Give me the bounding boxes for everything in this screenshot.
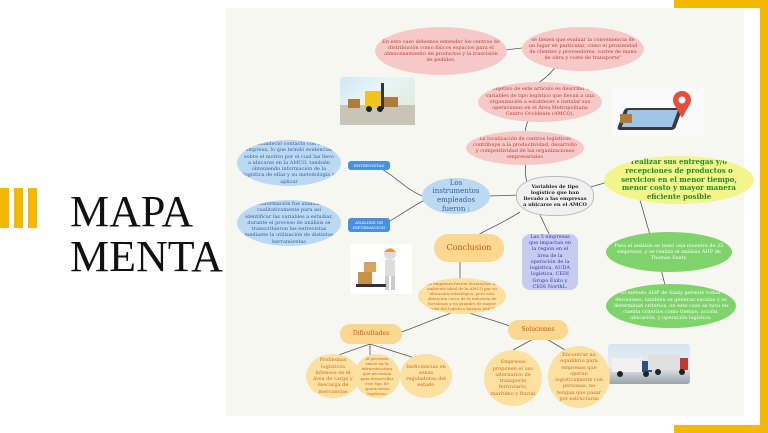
companies-node: Las 5 empresas que impactan en la región…	[522, 234, 578, 290]
bottom-right-accent	[674, 425, 768, 433]
warehouse-forklift-image	[340, 77, 415, 125]
analisis-text-node: La información fue analizada cualitativa…	[237, 200, 341, 246]
left-accent-bar-1	[0, 188, 9, 228]
trucks-image	[608, 344, 690, 384]
top-right-accent	[674, 0, 768, 8]
instruments-node: Los instrumentos empleados fueron :	[422, 178, 490, 214]
dificultades-node: Dificultades	[340, 324, 402, 344]
slide-title-line2: MENTA	[70, 232, 223, 281]
objective-node: el objetivo de este artículo es describi…	[478, 82, 602, 122]
solucion-item-1: Empresas proponen el uso alternativo de …	[484, 350, 542, 406]
thomas-saaty-sample-node: Para el análisis se tomó una muestra de …	[606, 232, 732, 272]
left-accent-bar-3	[28, 188, 37, 228]
entrevistas-label: ENTREVISTAS	[348, 161, 390, 170]
delivery-objective-node: realizar sus entregas y/o recepciones de…	[604, 156, 754, 204]
phone-map-pin-image	[612, 88, 704, 136]
ahp-method-node: El método AHP de Saaty permite tomar dec…	[606, 284, 736, 328]
soluciones-node: Soluciones	[508, 320, 568, 340]
left-accent-bar-2	[14, 188, 23, 228]
slide-title-line1: MAPA	[70, 187, 194, 236]
solucion-item-2: Encontrar un equilibrio para empresas qu…	[548, 346, 610, 408]
worker-boxes-image	[350, 244, 412, 294]
dificultad-item-3: Ineficiencias en zonas reguladoras del e…	[400, 354, 452, 398]
location-convenience-node: se tienen que evaluar la conveniencia de…	[522, 27, 644, 71]
analisis-label: ANALISIS DE INFORMACIÓN	[348, 218, 390, 232]
dificultad-item-2: Al presente existe en la infraestructura…	[354, 354, 400, 398]
right-accent	[760, 0, 768, 433]
entrevistas-text-node: Se estableció contacto con cada empresa,…	[237, 140, 341, 186]
dificultad-item-1: Problemas logísticos intensos en el área…	[306, 354, 360, 398]
conclusion-node: Conclusion	[434, 234, 504, 262]
conclusion-text-node: las empresas fueron desarrollar un ambie…	[418, 278, 506, 314]
location-productivity-node: La localización de centros logísticos co…	[466, 131, 584, 165]
distribution-centers-node: En este caso debemos entender los centro…	[375, 27, 507, 75]
central-topic-node: Variables de tipo logístico que han llev…	[516, 176, 594, 216]
